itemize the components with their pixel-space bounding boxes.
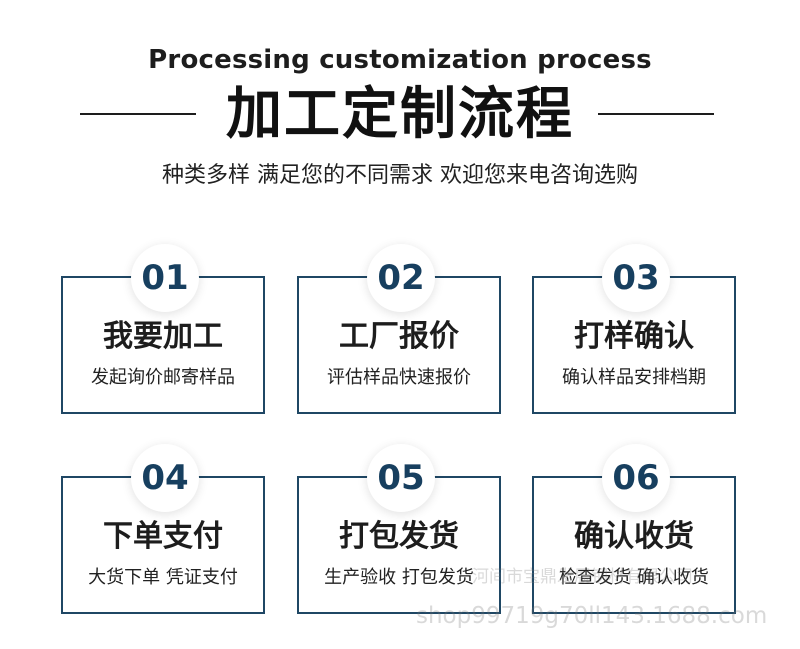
step-number-badge: 02 <box>367 244 435 312</box>
step-title: 打样确认 <box>574 319 694 354</box>
step-title: 工厂报价 <box>339 319 459 354</box>
step-description: 检查发货 确认收货 <box>559 567 709 588</box>
title-divider-left <box>80 113 196 115</box>
step-card-04: 04 下单支付 大货下单 凭证支付 <box>61 444 265 614</box>
step-title: 下单支付 <box>103 519 223 554</box>
step-description: 发起询价邮寄样品 <box>91 367 235 388</box>
step-number-badge: 04 <box>131 444 199 512</box>
step-number-badge: 01 <box>131 244 199 312</box>
step-number: 06 <box>612 458 660 498</box>
step-number-badge: 03 <box>602 244 670 312</box>
step-title: 打包发货 <box>339 519 459 554</box>
step-description: 生产验收 打包发货 <box>324 567 474 588</box>
step-number: 02 <box>377 258 425 298</box>
step-card-06: 06 确认收货 检查发货 确认收货 <box>532 444 736 614</box>
step-card-03: 03 打样确认 确认样品安排档期 <box>532 244 736 414</box>
step-description: 大货下单 凭证支付 <box>88 567 238 588</box>
step-number-badge: 05 <box>367 444 435 512</box>
step-title: 确认收货 <box>574 519 694 554</box>
step-card-05: 05 打包发货 生产验收 打包发货 <box>297 444 501 614</box>
chinese-title: 加工定制流程 <box>226 82 574 147</box>
step-number-badge: 06 <box>602 444 670 512</box>
title-divider-right <box>598 113 714 115</box>
main-title-section: 加工定制流程 <box>0 82 800 148</box>
english-title: Processing customization process <box>148 45 652 75</box>
step-number: 03 <box>612 258 660 298</box>
step-number: 04 <box>141 458 189 498</box>
subtitle: 种类多样 满足您的不同需求 欢迎您来电咨询选购 <box>162 163 638 188</box>
step-number: 01 <box>141 258 189 298</box>
step-number: 05 <box>377 458 425 498</box>
step-title: 我要加工 <box>103 319 223 354</box>
step-description: 确认样品安排档期 <box>562 367 706 388</box>
step-card-02: 02 工厂报价 评估样品快速报价 <box>297 244 501 414</box>
step-description: 评估样品快速报价 <box>327 367 471 388</box>
step-card-01: 01 我要加工 发起询价邮寄样品 <box>61 244 265 414</box>
